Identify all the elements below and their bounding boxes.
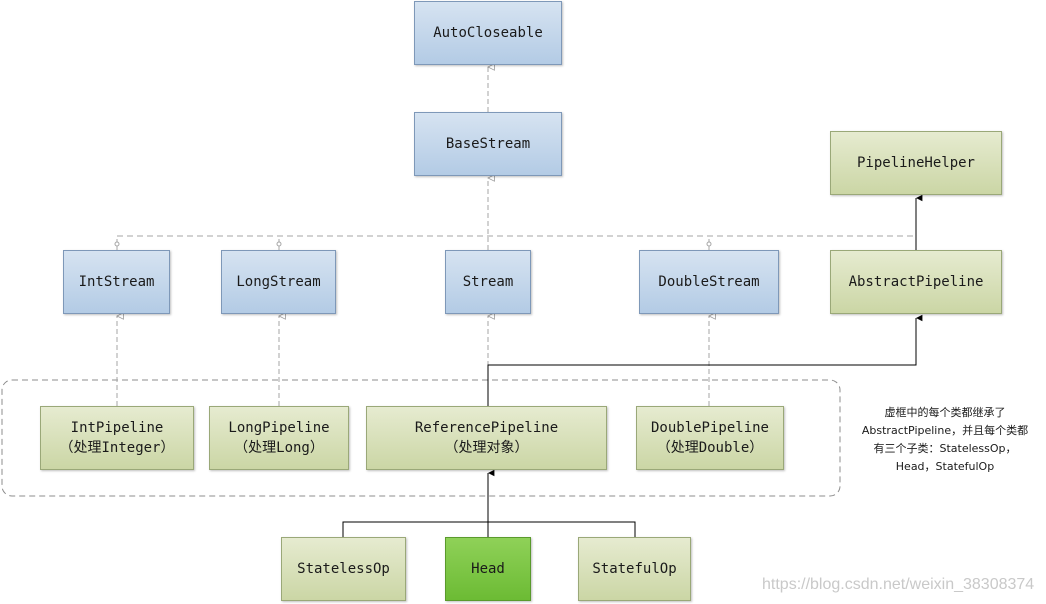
pipeline-group-frame (1, 379, 841, 497)
node-head: Head (445, 537, 531, 601)
node-pipelinehelper-label: PipelineHelper (856, 155, 975, 171)
node-statelessop: StatelessOp (281, 537, 406, 601)
node-abstractpipeline: AbstractPipeline (830, 250, 1002, 314)
node-pipelinehelper: PipelineHelper (830, 131, 1002, 195)
node-longpipeline-label: LongPipeline (228, 420, 330, 436)
node-doublestream-label: DoubleStream (658, 274, 760, 290)
node-intstream: IntStream (63, 250, 170, 314)
node-intpipeline-label: IntPipeline (70, 420, 164, 436)
edge-ops-bus (342, 521, 636, 537)
node-basestream-label: BaseStream (445, 136, 531, 152)
node-intpipeline-sublabel: （处理Integer） (59, 440, 175, 456)
node-basestream: BaseStream (414, 112, 562, 176)
node-stream: Stream (445, 250, 531, 314)
node-intpipeline: IntPipeline （处理Integer） (40, 406, 194, 470)
node-longpipeline: LongPipeline （处理Long） (209, 406, 349, 470)
node-abstractpipeline-label: AbstractPipeline (848, 274, 984, 290)
node-head-label: Head (471, 561, 505, 577)
node-autocloseable-label: AutoCloseable (433, 25, 543, 41)
node-statefulop-label: StatefulOp (592, 561, 677, 577)
watermark-text: https://blog.csdn.net/weixin_38308374 (762, 576, 1035, 593)
annotation-line-4: Head，StatefulOp (895, 460, 995, 473)
annotation-line-2: AbstractPipeline，并且每个类都 (861, 424, 1029, 437)
annotation-line-1: 虚框中的每个类都继承了 (884, 406, 1006, 419)
node-doublepipeline-sublabel: （处理Double） (656, 440, 764, 456)
node-statelessop-label: StatelessOp (297, 561, 390, 577)
annotation-note: 虚框中的每个类都继承了 AbstractPipeline，并且每个类都 有三个子… (848, 404, 1042, 476)
node-doublestream: DoubleStream (639, 250, 779, 314)
node-statefulop: StatefulOp (578, 537, 691, 601)
node-longstream: LongStream (221, 250, 336, 314)
node-referencepipeline: ReferencePipeline （处理对象） (366, 406, 607, 470)
annotation-line-3: 有三个子类：StatelessOp， (873, 442, 1017, 455)
node-referencepipeline-sublabel: （处理对象） (444, 440, 529, 456)
node-stream-label: Stream (462, 274, 514, 290)
node-doublepipeline-label: DoublePipeline (650, 420, 769, 436)
node-doublepipeline: DoublePipeline （处理Double） (636, 406, 784, 470)
node-longstream-label: LongStream (236, 274, 321, 290)
node-autocloseable: AutoCloseable (414, 1, 562, 65)
node-longpipeline-sublabel: （处理Long） (234, 440, 324, 456)
edge-referencepipeline-abstractpipeline (487, 314, 923, 406)
node-referencepipeline-label: ReferencePipeline (414, 420, 559, 436)
node-intstream-label: IntStream (78, 274, 155, 290)
